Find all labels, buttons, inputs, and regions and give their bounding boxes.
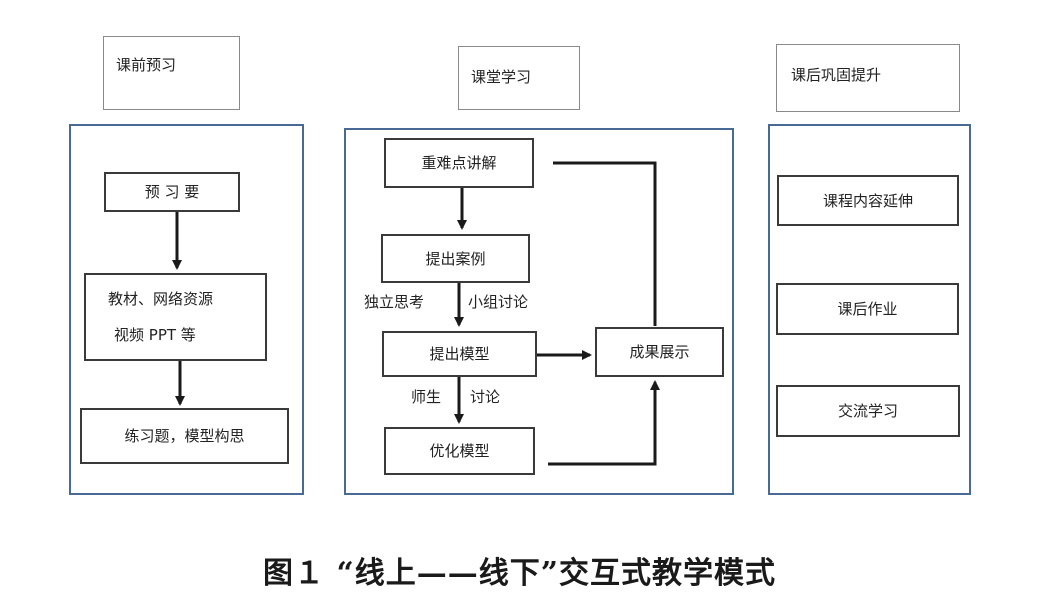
connector-result-to-top — [553, 161, 657, 326]
node-course-extension: 课程内容延伸 — [777, 175, 959, 226]
header-class-study: 课堂学习 — [458, 46, 580, 110]
node-exercises: 练习题，模型构思 — [80, 408, 289, 464]
node-preview-requirements: 预 习 要 — [104, 172, 240, 212]
header-class-study-label: 课堂学习 — [471, 68, 532, 86]
node-optimize-model: 优化模型 — [384, 427, 535, 475]
edge-label-discussion: 讨论 — [468, 387, 503, 407]
header-post-study-label: 课后巩固提升 — [791, 66, 882, 84]
node-result-display-label: 成果展示 — [629, 343, 690, 361]
node-materials-line2: 视频 PPT 等 — [114, 326, 196, 344]
edge-label-group-discussion: 小组讨论 — [466, 292, 531, 312]
node-key-points-lecture-label: 重难点讲解 — [421, 154, 497, 172]
header-pre-study-label: 课前预习 — [116, 56, 177, 74]
header-post-study: 课后巩固提升 — [776, 44, 960, 112]
header-pre-study: 课前预习 — [103, 36, 240, 110]
node-propose-case-label: 提出案例 — [425, 249, 486, 268]
node-exchange-learning: 交流学习 — [776, 385, 960, 437]
node-optimize-model-label: 优化模型 — [429, 442, 490, 460]
node-exchange-learning-label: 交流学习 — [837, 402, 898, 420]
figure-caption: 图１ “线上——线下”交互式教学模式 — [263, 556, 776, 591]
arrow-optimize-to-result — [548, 380, 660, 466]
node-course-extension-label: 课程内容延伸 — [822, 191, 913, 210]
edge-label-teacher-student: 师生 — [409, 387, 444, 407]
node-propose-model: 提出模型 — [382, 331, 537, 377]
node-exercises-label: 练习题，模型构思 — [124, 427, 245, 445]
node-result-display: 成果展示 — [595, 327, 724, 377]
node-homework-label: 课后作业 — [837, 300, 898, 318]
node-homework: 课后作业 — [776, 283, 959, 335]
node-preview-requirements-label: 预 习 要 — [144, 183, 200, 201]
edge-label-independent-thinking: 独立思考 — [362, 292, 427, 312]
node-key-points-lecture: 重难点讲解 — [384, 138, 534, 188]
node-materials: 教材、网络资源 视频 PPT 等 — [84, 273, 267, 361]
node-propose-model-label: 提出模型 — [429, 345, 490, 363]
node-propose-case: 提出案例 — [381, 234, 530, 283]
node-materials-line1: 教材、网络资源 — [108, 290, 214, 308]
